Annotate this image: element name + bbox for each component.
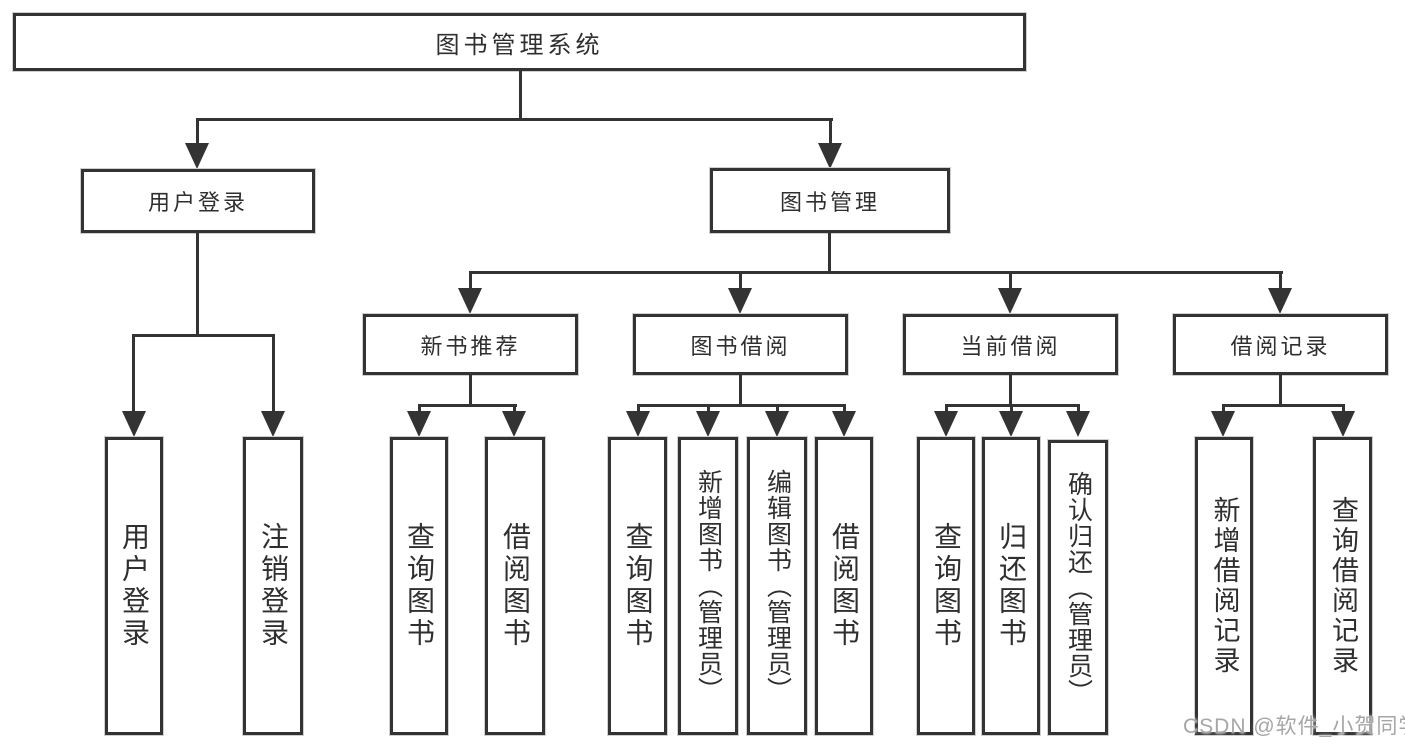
node-book-management: 图书管理 [710,168,950,233]
connector-line [637,407,640,413]
arrow-down-icon [502,411,526,437]
node-label: 新增图书（管理员） [694,469,723,703]
leaf-edit-books-admin: 编辑图书（管理员） [747,437,807,735]
arrow-down-icon [998,288,1022,314]
connector-line [707,407,710,413]
connector-line [469,375,472,406]
node-label: 确认归还（管理员） [1064,470,1093,705]
arrow-down-icon [458,288,482,314]
connector-line [132,337,135,413]
node-label: 图书管理系统 [435,31,604,59]
leaf-borrow-books-recommend: 借阅图书 [485,437,545,735]
leaf-query-borrow-record: 查询借阅记录 [1313,437,1372,735]
node-label: 注销登录 [258,522,289,650]
arrow-down-icon [626,411,650,437]
leaf-user-login: 用户登录 [105,437,163,735]
leaf-add-books-admin: 新增图书（管理员） [678,437,738,735]
node-label: 借阅图书 [829,522,860,650]
arrow-down-icon [728,288,752,314]
connector-line [739,274,742,290]
connector-line [637,404,846,407]
node-label: 归还图书 [996,522,1027,650]
node-label: 图书管理 [779,189,880,215]
connector-line [1279,274,1282,290]
arrow-down-icon [818,143,842,169]
connector-line [776,407,779,413]
leaf-borrow-books-borrow: 借阅图书 [815,437,873,735]
node-label: 新增借阅记录 [1209,496,1240,676]
connector-line [1077,407,1080,413]
connector-line [196,121,199,145]
connector-line [196,118,833,121]
node-label: 查询借阅记录 [1328,496,1358,676]
arrow-down-icon [934,411,958,437]
connector-line [418,407,421,413]
arrow-down-icon [1066,411,1090,437]
connector-line [1010,407,1013,413]
node-label: 新书推荐 [420,333,521,359]
node-label: 借阅图书 [500,522,531,650]
connector-line [1279,375,1282,406]
node-label: 查询图书 [404,522,435,650]
node-current-borrowing: 当前借阅 [903,314,1118,375]
node-label: 编辑图书（管理员） [763,469,792,703]
leaf-logout: 注销登录 [243,437,303,735]
connector-line [828,233,831,274]
arrow-down-icon [999,411,1023,437]
connector-line [843,407,846,413]
arrow-down-icon [407,411,431,437]
connector-line [945,404,1080,407]
connector-line [513,407,516,413]
leaf-query-books-recommend: 查询图书 [390,437,448,735]
arrow-down-icon [185,143,209,169]
connector-line [418,404,517,407]
connector-line [1009,375,1012,406]
node-label: 查询图书 [931,522,962,650]
arrow-down-icon [696,411,720,437]
connector-line [945,407,948,413]
node-label: 借阅记录 [1230,333,1331,359]
node-library-management-system: 图书管理系统 [13,13,1026,71]
node-label: 用户登录 [147,190,248,215]
connector-line [196,233,199,336]
connector-line [469,274,472,290]
node-book-borrowing: 图书借阅 [633,314,848,375]
connector-line [1342,407,1345,413]
arrow-down-icon [765,411,789,437]
node-label: 图书借阅 [690,333,791,359]
node-new-book-recommend: 新书推荐 [363,314,578,375]
csdn-watermark: CSDN @软件_小贺同学 [1183,715,1405,738]
leaf-query-books-borrow: 查询图书 [608,437,667,735]
connector-line [829,121,832,145]
arrow-down-icon [261,411,285,437]
connector-line [272,337,275,413]
node-borrowing-records: 借阅记录 [1173,314,1388,375]
connector-line [469,271,1283,274]
connector-line [739,375,742,406]
arrow-down-icon [1211,411,1235,437]
arrow-down-icon [1331,411,1355,437]
arrow-down-icon [832,411,856,437]
connector-line [519,71,522,119]
node-label: 查询图书 [622,522,654,650]
arrow-down-icon [122,411,146,437]
node-label: 当前借阅 [960,333,1061,359]
leaf-query-books-current: 查询图书 [917,437,975,735]
connector-line [1222,404,1345,407]
connector-line [1009,274,1012,290]
leaf-add-borrow-record: 新增借阅记录 [1195,437,1253,735]
arrow-down-icon [1268,288,1292,314]
node-user-login: 用户登录 [81,169,315,233]
connector-line [132,334,275,337]
node-label: 用户登录 [119,522,150,650]
connector-line [1222,407,1225,413]
leaf-return-books: 归还图书 [982,437,1040,735]
leaf-confirm-return-admin: 确认归还（管理员） [1048,440,1108,735]
